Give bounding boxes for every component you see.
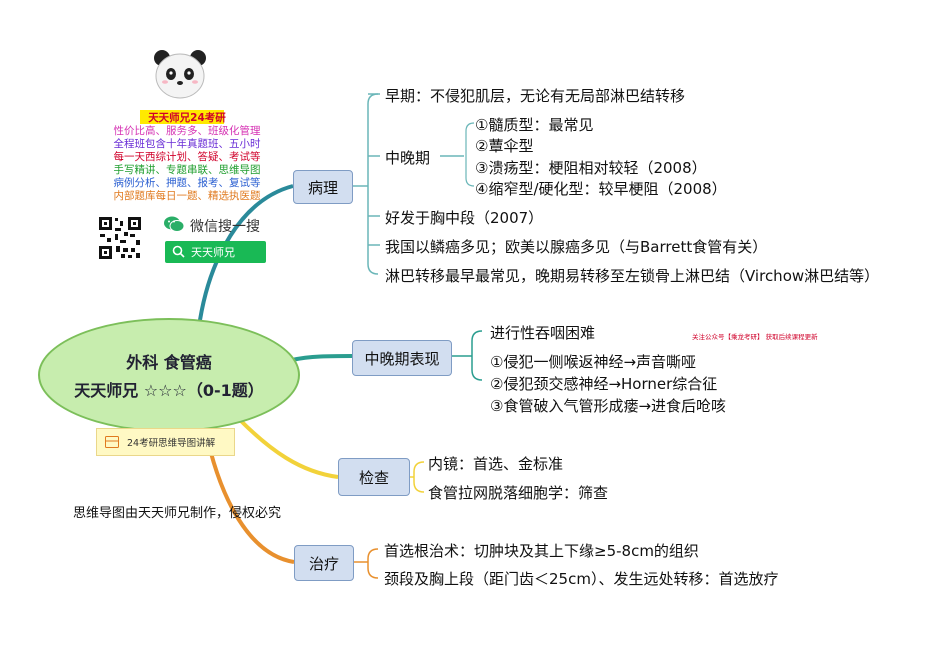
bracket-subtypes [465,122,475,187]
exam-item: 内镜：首选、金标准 [428,455,564,473]
manifestation-item: 进行性吞咽困难 [490,324,596,342]
pathology-site: 好发于胸中段（2007） [385,209,544,227]
central-topic[interactable]: 外科 食管癌 天天师兄 ☆☆☆（0-1题） [38,318,300,432]
branch-pathology[interactable]: 病理 [293,170,353,204]
bracket-manifest [471,330,483,381]
promo-line: 全程班包含十年真题班、五小时 [113,138,261,150]
promo-line: 性价比高、服务多、班级化管理 [113,125,261,137]
pathology-type: 我国以鳞癌多见；欧美以腺癌多见（与Barrett食管有关） [385,238,768,256]
search-icon [172,245,185,258]
wechat-icon [164,216,185,232]
branch-treatment[interactable]: 治疗 [294,545,354,581]
connector-exam [238,418,339,479]
promo-title-highlight [140,110,224,124]
manifestation-item: ①侵犯一侧喉返神经→声音嘶哑 [490,353,697,371]
branch-manifestations-label: 中晚期表现 [364,349,440,368]
branch-treatment-label: 治疗 [308,554,339,573]
bracket-treat [367,548,379,579]
branch-manifestations[interactable]: 中晚期表现 [352,340,452,376]
watermark-text: 关注公众号【乘龙考研】 获取后续课程更新 [692,333,818,341]
bracket-exam [413,461,425,493]
central-topic-title: 外科 食管癌 [126,353,212,372]
treatment-item: 首选根治术：切肿块及其上下缘≥5-8cm的组织 [384,542,699,560]
branch-exam-label: 检查 [358,468,389,487]
qr-code-icon[interactable] [98,216,142,260]
wechat-search-text: 天天师兄 [191,246,235,259]
promo-line: 手写精讲、专题串联、思维导图 [113,164,261,176]
branch-exam[interactable]: 检查 [338,458,410,496]
topic-tag-label: 24考研思维导图讲解 [127,438,216,449]
wechat-search-label: 微信搜一搜 [190,219,260,235]
promo-line: 每一天西综计划、答疑、考试等 [113,151,261,163]
pathology-subtype: ①髓质型：最常见 [475,116,594,134]
wechat-search-box[interactable]: 天天师兄 [165,241,266,263]
manifestation-item: ③食管破入气管形成瘘→进食后呛咳 [490,397,727,415]
topic-tag[interactable]: 24考研思维导图讲解 [96,428,235,456]
card-icon [105,436,119,448]
exam-item: 食管拉网脱落细胞学：筛查 [428,484,609,502]
pathology-mid-late: 中晚期 [385,149,431,167]
connector-pathology [198,184,294,321]
pathology-subtype: ②蕈伞型 [475,137,534,155]
promo-line: 病例分析、押题、报考、复试等 [113,177,261,189]
pathology-subtype: ③溃疡型：梗阻相对较轻（2008） [475,159,707,177]
pathology-subtype: ④缩窄型/硬化型：较早梗阻（2008） [475,180,727,198]
central-topic-subtitle: 天天师兄 ☆☆☆（0-1题） [74,381,264,400]
manifestation-item: ②侵犯颈交感神经→Horner综合征 [490,375,718,393]
promo-title: 天天师兄24考研 [148,112,226,124]
copyright-note: 思维导图由天天师兄制作，侵权必究 [73,506,282,521]
branch-pathology-label: 病理 [307,178,338,197]
panda-mascot-icon [154,50,206,99]
promo-line: 内部题库每日一题、精选执医题 [113,190,261,202]
pathology-early: 早期：不侵犯肌层，无论有无局部淋巴结转移 [385,87,686,105]
treatment-item: 颈段及胸上段（距门齿＜25cm）、发生远处转移：首选放疗 [384,570,779,588]
connector-manifest [291,354,353,362]
bracket-pathology [367,93,379,275]
pathology-metastasis: 淋巴转移最早最常见，晚期易转移至左锁骨上淋巴结（Virchow淋巴结等） [385,267,880,285]
